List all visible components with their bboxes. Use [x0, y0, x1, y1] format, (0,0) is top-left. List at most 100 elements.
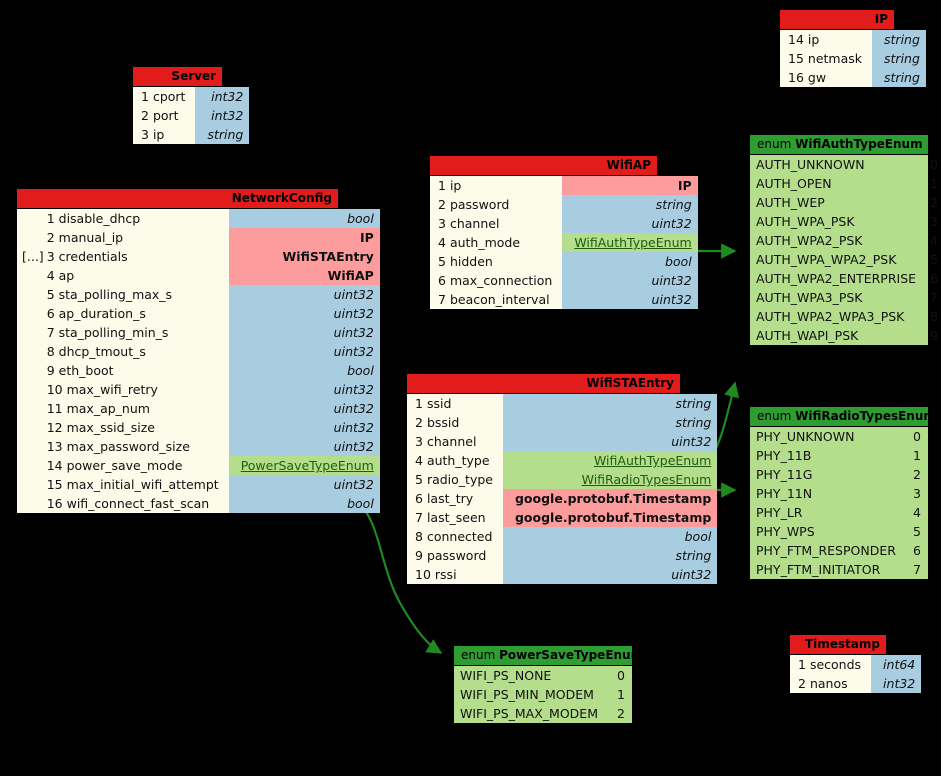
field-repeated-marker: [430, 195, 438, 214]
enum-value-number: 6: [930, 271, 938, 286]
field-number: 7: [438, 292, 446, 307]
field-name: beacon_interval: [449, 292, 550, 307]
field-repeated-marker: [17, 380, 47, 399]
field-repeated-marker: [430, 214, 438, 233]
field-type-cell: uint32: [228, 342, 380, 361]
field-number: 10: [415, 567, 431, 582]
enum-value-name: AUTH_UNKNOWN: [756, 157, 865, 172]
field-repeated-marker: [17, 304, 47, 323]
field-number: 16: [46, 496, 63, 511]
field-repeated-marker: [17, 456, 47, 475]
enum-value-number: 8: [930, 309, 938, 324]
field-name: hidden: [449, 254, 493, 269]
field-type-cell[interactable]: WifiRadioTypesEnum: [502, 470, 718, 489]
field-number: 16: [788, 70, 804, 85]
field-type-cell: bool: [502, 527, 718, 546]
enum-value-name: WIFI_PS_MAX_MODEM: [460, 706, 598, 721]
field-type-cell: string: [502, 413, 718, 432]
field-number: 7: [415, 510, 423, 525]
field-type-cell: uint32: [228, 399, 380, 418]
field-name: channel: [426, 434, 477, 449]
field-type-link[interactable]: WifiAuthTypeEnum: [593, 453, 712, 468]
field-type-cell[interactable]: WifiAuthTypeEnum: [562, 233, 698, 252]
enum-value-name: AUTH_WPA2_WPA3_PSK: [756, 309, 905, 324]
field-name: dhcp_tmout_s: [58, 344, 146, 359]
field-number: 3: [46, 249, 55, 264]
field-number: 1: [415, 396, 423, 411]
field-type-link[interactable]: WifiAuthTypeEnum: [574, 235, 692, 250]
field-repeated-marker: [407, 546, 415, 565]
enum-value-name: PHY_WPS: [756, 524, 815, 539]
field-number: 5: [46, 287, 55, 302]
field-type-link[interactable]: PowerSaveTypeEnum: [240, 458, 374, 473]
field-name: max_ap_num: [66, 401, 150, 416]
field-type-cell[interactable]: PowerSaveTypeEnum: [228, 456, 380, 475]
enum-keyword: enum: [461, 648, 496, 662]
field-name: rssi: [434, 567, 457, 582]
field-type-cell: int32: [871, 674, 922, 693]
field-type-link[interactable]: WifiRadioTypesEnum: [581, 472, 712, 487]
enum-value-name: AUTH_WPA3_PSK: [756, 290, 863, 305]
field-repeated-marker: [780, 68, 788, 87]
field-number: 1: [438, 178, 446, 193]
field-type-cell: int32: [195, 87, 250, 106]
field-type-cell[interactable]: WifiAuthTypeEnum: [502, 451, 718, 470]
